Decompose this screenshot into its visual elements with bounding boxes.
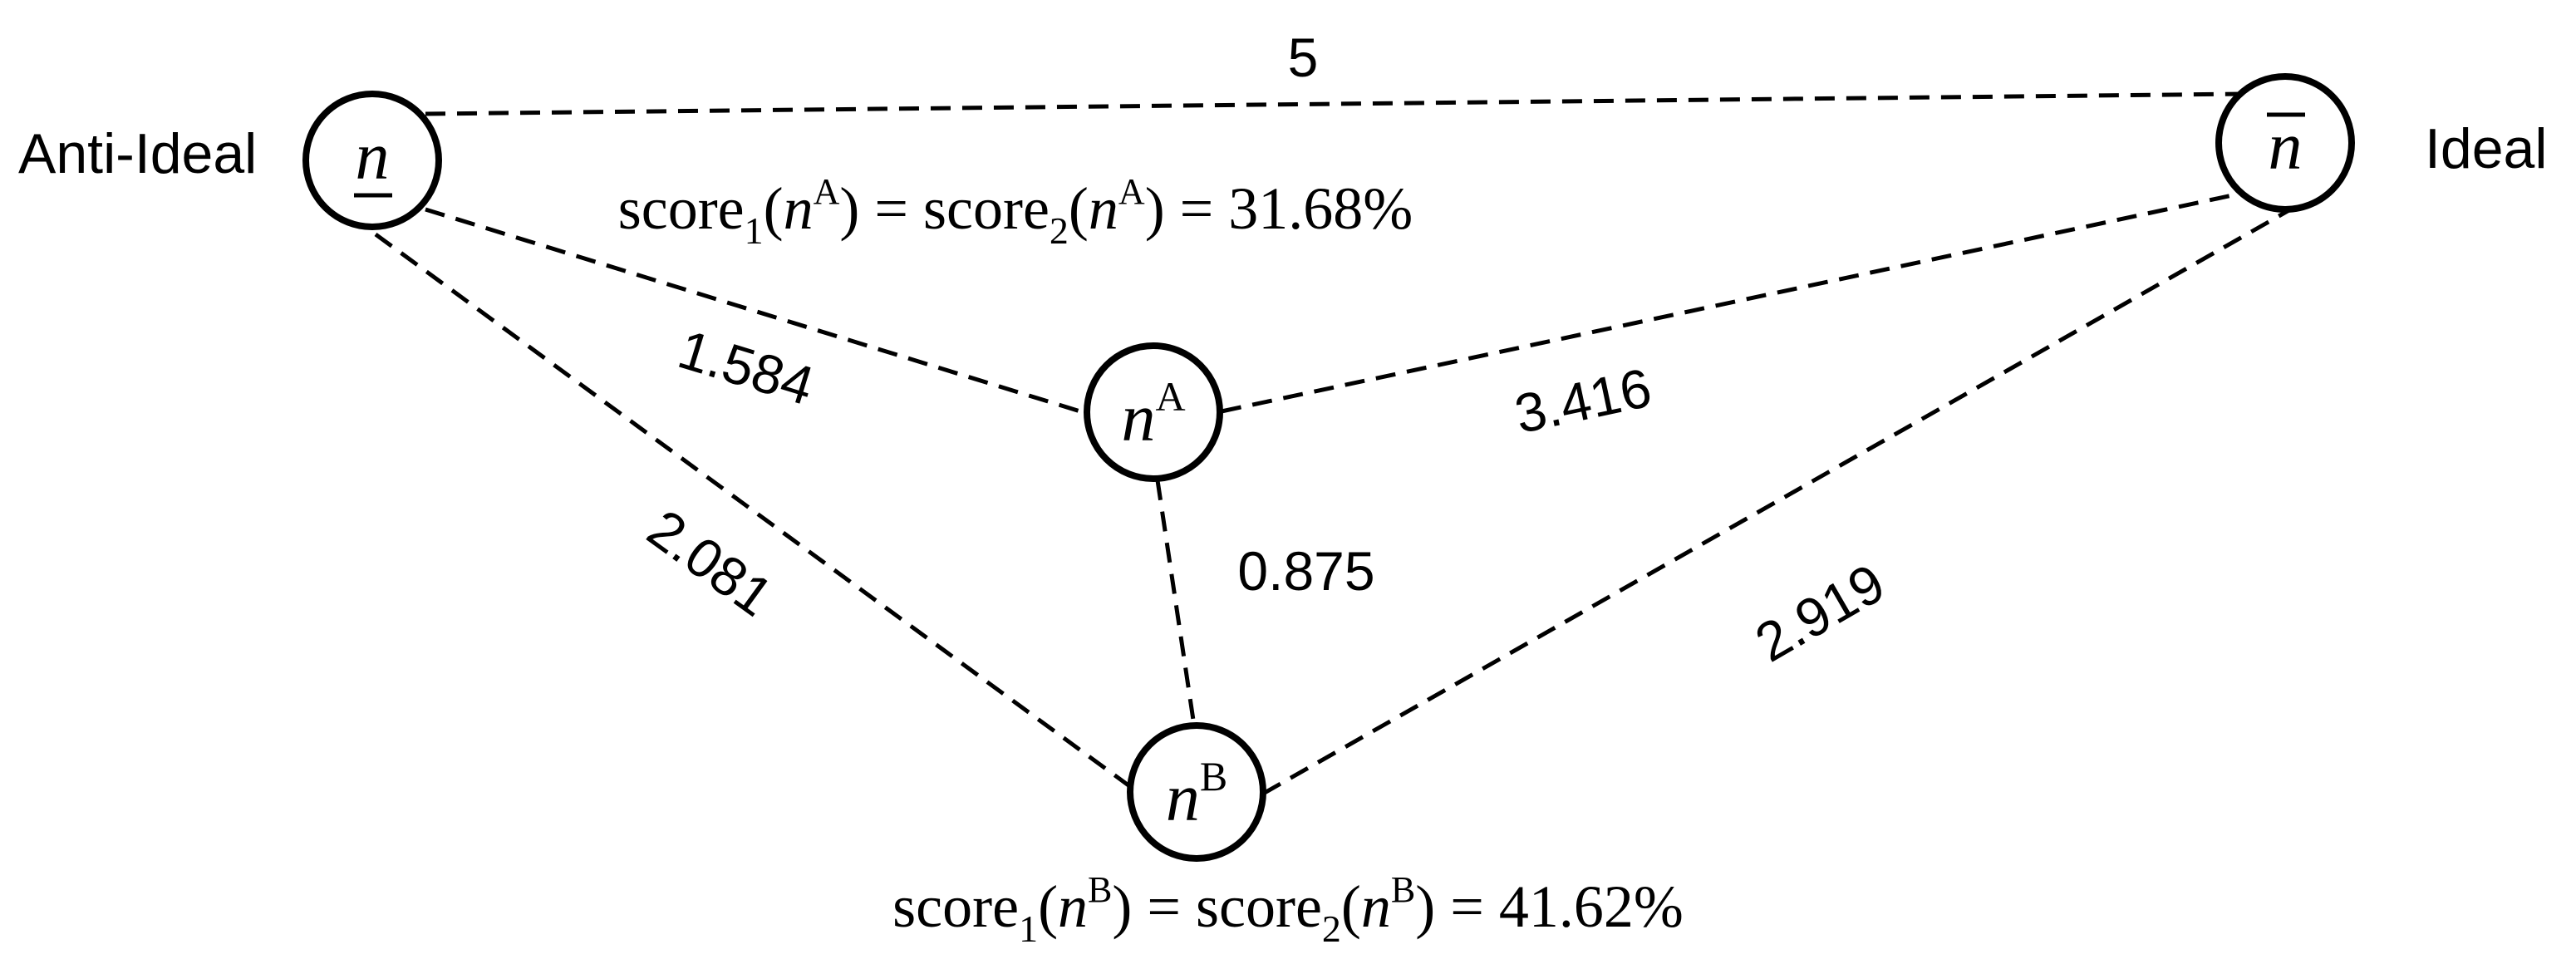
node-a-symbol: nA xyxy=(1121,373,1185,455)
edge-label-a-b: 0.875 xyxy=(1237,540,1374,602)
node-ideal: n xyxy=(2215,73,2355,213)
edge-anti-ideal-ideal xyxy=(425,91,2244,116)
edge-label-a-ideal: 3.416 xyxy=(1510,357,1657,445)
anti-ideal-label: Anti-Ideal xyxy=(18,122,257,185)
node-b: nB xyxy=(1127,722,1266,862)
edge-a-b xyxy=(1155,480,1197,726)
node-b-circle xyxy=(1127,722,1266,862)
edge-label-anti-ideal-a: 1.584 xyxy=(671,317,821,416)
node-ideal-symbol: n xyxy=(2269,108,2303,184)
node-a: nA xyxy=(1084,342,1223,482)
edge-label-anti-ideal-ideal: 5 xyxy=(1288,27,1319,88)
edge-b-ideal xyxy=(1261,205,2295,796)
edge-anti-ideal-b xyxy=(374,232,1130,788)
node-a-circle xyxy=(1084,342,1223,482)
edge-a-ideal xyxy=(1221,189,2253,414)
edge-label-b-ideal: 2.919 xyxy=(1745,552,1895,674)
edge-anti-ideal-a xyxy=(425,207,1081,414)
node-ideal-circle xyxy=(2215,73,2355,213)
score-a-formula: score1(nA) = score2(nA) = 31.68% xyxy=(618,171,1413,252)
score-b-formula: score1(nB) = score2(nB) = 41.62% xyxy=(892,869,1684,950)
node-anti-ideal: n xyxy=(302,91,442,230)
node-anti-ideal-circle xyxy=(302,91,442,230)
ideal-label: Ideal xyxy=(2425,117,2547,180)
node-anti-ideal-symbol: n xyxy=(356,118,390,194)
node-b-symbol: nB xyxy=(1166,753,1227,835)
